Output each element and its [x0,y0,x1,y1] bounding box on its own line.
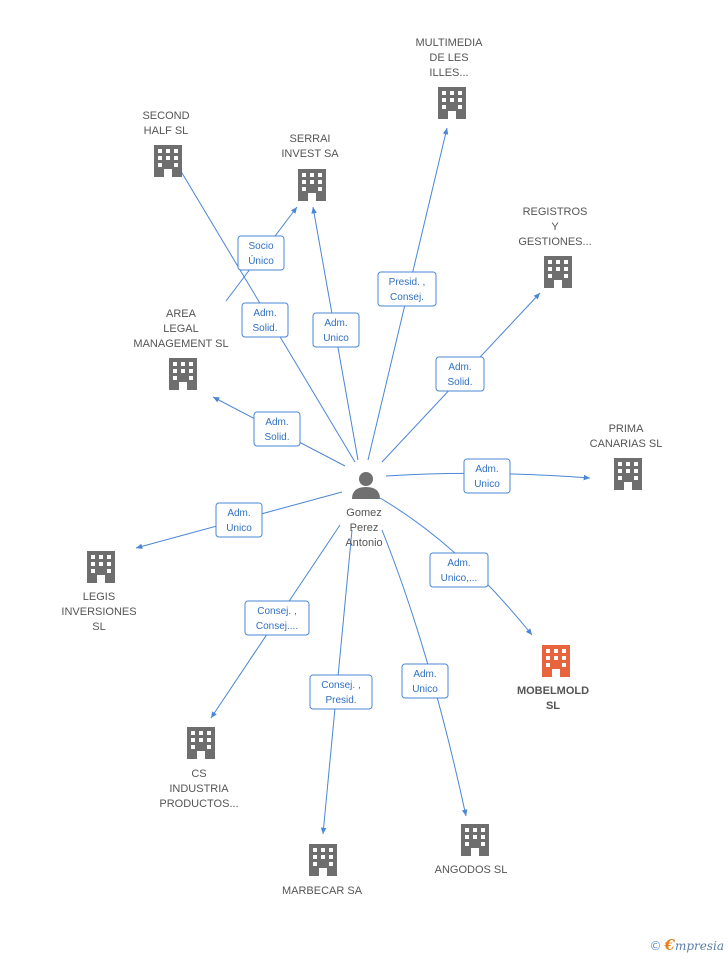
svg-text:Presid. ,: Presid. , [389,277,426,288]
svg-text:Único: Único [248,254,274,267]
svg-text:HALF SL: HALF SL [144,125,189,137]
svg-text:Adm.: Adm. [413,669,436,680]
building-icon [309,844,337,876]
svg-text:Antonio: Antonio [345,537,382,549]
svg-text:Unico: Unico [226,523,252,534]
svg-text:Consej.: Consej. [390,292,424,303]
svg-text:Solid.: Solid. [264,432,289,443]
svg-text:Unico: Unico [474,479,500,490]
building-icon [544,256,572,288]
edge-angodos [381,529,468,817]
role-area-legal[interactable]: Adm. Solid. [253,411,301,447]
svg-text:Adm.: Adm. [324,318,347,329]
building-icon [187,727,215,759]
role-second-half[interactable]: Adm. Solid. [241,302,289,338]
role-mobelmold[interactable]: Adm. Unico,... [429,552,489,588]
svg-text:Perez: Perez [350,522,379,534]
role-cs[interactable]: Consej. , Consej.... [244,600,310,636]
company-cs-industria-productos[interactable]: CS INDUSTRIA PRODUCTOS... [159,727,239,810]
svg-text:Gomez: Gomez [346,507,381,519]
svg-text:Adm.: Adm. [447,558,470,569]
svg-text:CS: CS [191,768,206,780]
building-icon [154,145,182,177]
role-serrai[interactable]: Adm. Unico [312,312,360,348]
role-angodos[interactable]: Adm. Unico [401,663,449,699]
svg-text:REGISTROS: REGISTROS [523,206,588,218]
building-icon [461,824,489,856]
svg-text:INDUSTRIA: INDUSTRIA [169,783,229,795]
brand-initial: € [664,936,675,954]
building-icon [169,358,197,390]
svg-text:INVERSIONES: INVERSIONES [61,606,136,618]
copyright-symbol: © [649,939,662,953]
svg-text:ILLES...: ILLES... [429,67,468,79]
svg-text:MOBELMOLD: MOBELMOLD [517,685,589,697]
company-nodes: SECOND HALF SL SERRAI INVEST SA MULTIMED… [61,37,662,897]
svg-text:Consej. ,: Consej. , [257,606,296,617]
svg-text:Unico,...: Unico,... [441,573,478,584]
svg-text:GESTIONES...: GESTIONES... [518,236,591,248]
company-multimedia-de-les-illes[interactable]: MULTIMEDIA DE LES ILLES... [415,37,483,119]
company-legis-inversiones-sl[interactable]: LEGIS INVERSIONES SL [61,551,137,633]
svg-text:LEGIS: LEGIS [83,591,115,603]
role-multimedia[interactable]: Presid. , Consej. [377,271,437,307]
svg-text:Socio: Socio [248,241,273,252]
svg-text:PRODUCTOS...: PRODUCTOS... [159,798,238,810]
building-icon [298,169,326,201]
company-second-half-sl[interactable]: SECOND HALF SL [142,110,190,177]
building-icon [542,645,570,677]
svg-text:SL: SL [92,621,105,633]
svg-text:MANAGEMENT SL: MANAGEMENT SL [133,338,228,350]
svg-text:AREA: AREA [166,308,197,320]
svg-text:Adm.: Adm. [448,362,471,373]
company-area-legal-management-sl[interactable]: AREA LEGAL MANAGEMENT SL [133,308,229,390]
svg-text:Consej....: Consej.... [256,621,298,632]
person-node[interactable]: Gomez Perez Antonio [345,472,383,549]
svg-text:ANGODOS SL: ANGODOS SL [435,864,508,876]
svg-text:Consej. ,: Consej. , [321,680,360,691]
brand-name: mpresia [674,939,724,953]
company-mobelmold-sl[interactable]: MOBELMOLD SL [517,645,589,712]
company-angodos-sl[interactable]: ANGODOS SL [435,824,508,876]
svg-text:MARBECAR SA: MARBECAR SA [282,885,363,897]
role-prima[interactable]: Adm. Unico [463,458,511,494]
svg-text:Adm.: Adm. [475,464,498,475]
brand-watermark: ©€mpresia [650,936,725,954]
svg-text:INVEST SA: INVEST SA [281,148,339,160]
role-boxes: Socio Único Adm. Solid. Adm. Unico Presi… [215,235,511,710]
role-registros[interactable]: Adm. Solid. [435,356,485,392]
company-prima-canarias-sl[interactable]: PRIMA CANARIAS SL [590,423,663,490]
svg-text:CANARIAS SL: CANARIAS SL [590,438,663,450]
svg-text:Adm.: Adm. [265,417,288,428]
svg-text:Solid.: Solid. [252,323,277,334]
company-registros-y-gestiones[interactable]: REGISTROS Y GESTIONES... [518,206,592,288]
role-area-to-serrai[interactable]: Socio Único [237,235,285,271]
svg-text:SL: SL [546,700,560,712]
svg-text:Unico: Unico [412,684,438,695]
person-icon [352,472,380,499]
building-icon [87,551,115,583]
svg-text:DE LES: DE LES [429,52,468,64]
svg-text:Adm.: Adm. [227,508,250,519]
company-serrai-invest-sa[interactable]: SERRAI INVEST SA [281,133,339,201]
svg-text:Adm.: Adm. [253,308,276,319]
svg-text:SERRAI: SERRAI [290,133,331,145]
svg-text:Unico: Unico [323,333,349,344]
role-legis[interactable]: Adm. Unico [215,502,263,538]
building-icon [438,87,466,119]
svg-text:Solid.: Solid. [447,377,472,388]
svg-text:Presid.: Presid. [325,695,356,706]
svg-text:PRIMA: PRIMA [609,423,645,435]
company-marbecar-sa[interactable]: MARBECAR SA [282,844,363,897]
svg-text:Y: Y [551,221,559,233]
building-icon [614,458,642,490]
role-marbecar[interactable]: Consej. , Presid. [309,674,373,710]
svg-text:MULTIMEDIA: MULTIMEDIA [415,37,483,49]
svg-text:LEGAL: LEGAL [163,323,198,335]
svg-text:SECOND: SECOND [142,110,189,122]
